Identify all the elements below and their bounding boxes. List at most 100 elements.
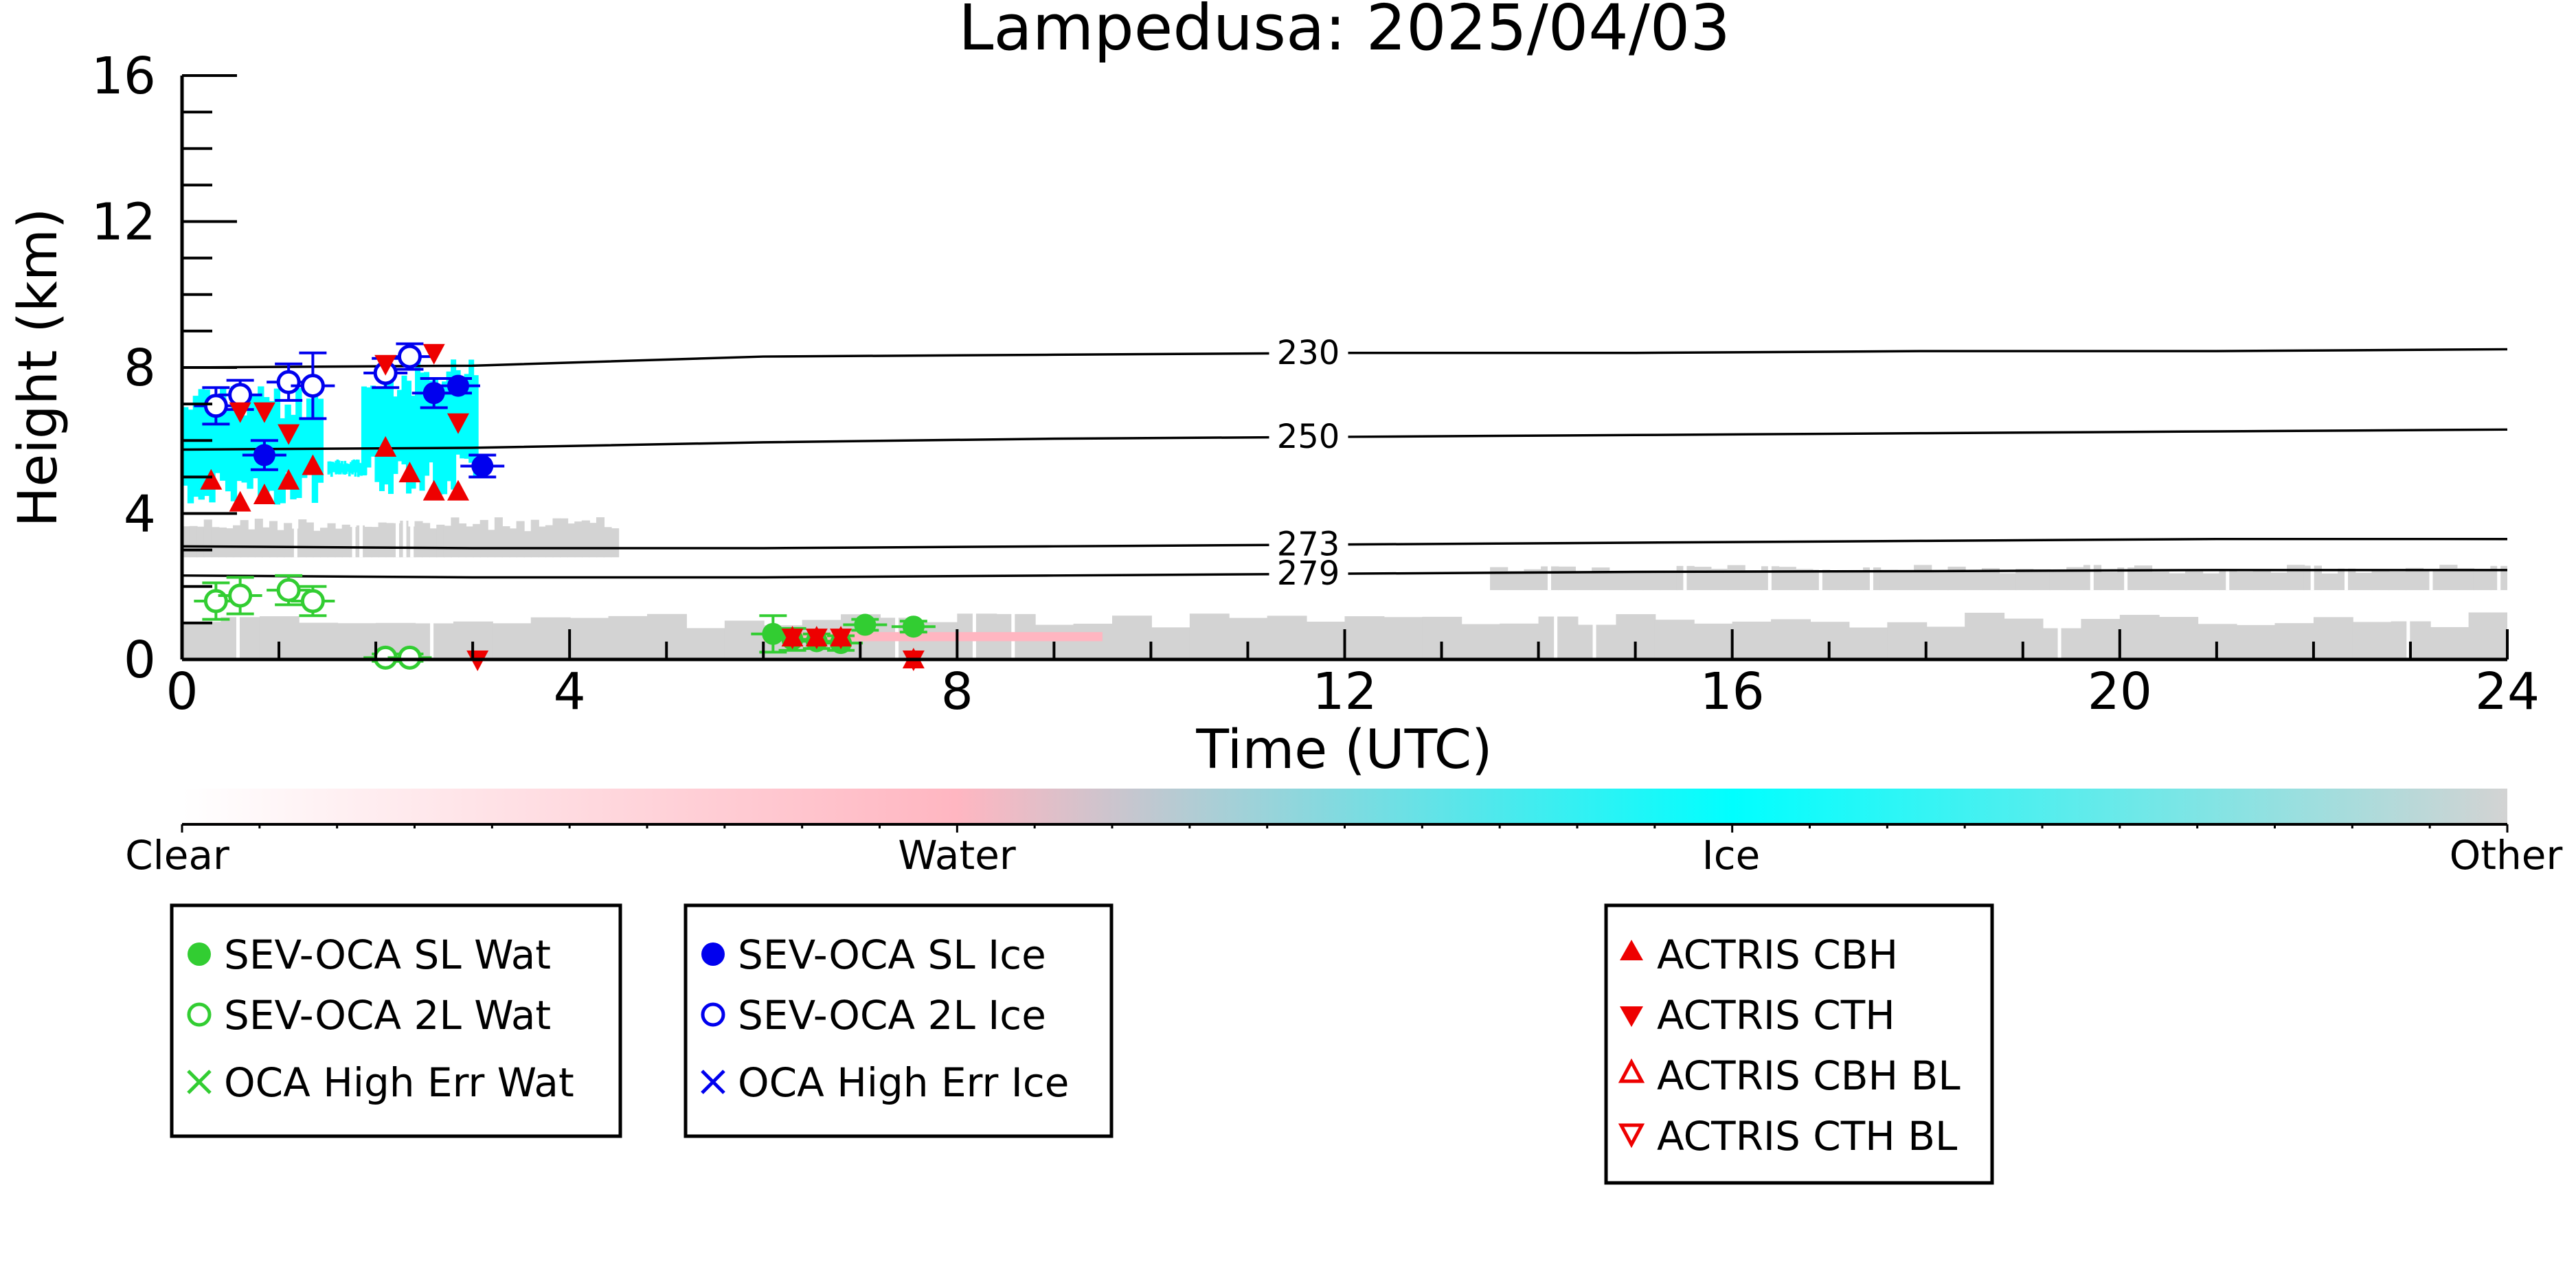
clear-gap — [2226, 564, 2230, 591]
ice-class-region — [468, 359, 475, 463]
y-tick-label: 0 — [124, 631, 156, 690]
other-class-region — [451, 517, 460, 558]
ice-class-region — [406, 381, 412, 494]
ice-class-region — [342, 464, 345, 475]
other-class-region — [2168, 573, 2187, 591]
other-class-region — [2151, 572, 2169, 591]
other-class-region — [1930, 572, 1949, 591]
other-class-region — [2320, 573, 2339, 591]
ice-class-region — [198, 389, 205, 500]
ice-class-region — [392, 396, 398, 474]
clear-gap — [2406, 611, 2410, 659]
other-class-region — [611, 528, 620, 558]
clear-gap — [2345, 564, 2349, 591]
legend-filled-circle-icon — [188, 942, 211, 966]
other-class-region — [313, 530, 321, 558]
other-class-region — [1732, 621, 1772, 659]
clear-gap — [403, 517, 407, 558]
legend-x-icon — [187, 1070, 212, 1094]
data-point-filled-circle — [854, 613, 877, 636]
colorbar-label-ice: Ice — [1702, 832, 1761, 879]
other-class-region — [2430, 626, 2470, 659]
other-class-region — [1500, 623, 1540, 659]
other-class-region — [254, 519, 263, 558]
ice-class-region — [336, 459, 339, 475]
other-class-region — [2313, 617, 2353, 659]
other-class-region — [2185, 571, 2204, 591]
ice-class-region — [473, 375, 479, 477]
ice-class-region — [352, 459, 356, 473]
other-class-region — [581, 520, 590, 558]
ice-class-region — [332, 462, 335, 473]
data-point-open-circle — [397, 344, 422, 369]
ice-class-region — [350, 462, 352, 473]
isotherm-label-backdrop — [1269, 421, 1348, 452]
x-tick-label: 4 — [554, 662, 586, 721]
ice-class-region — [455, 370, 461, 455]
other-class-region — [1965, 570, 1983, 591]
other-class-region — [596, 517, 605, 558]
clear-gap — [2057, 611, 2061, 659]
legend-x-icon — [701, 1070, 725, 1094]
data-point-open-circle — [397, 645, 422, 670]
other-class-region — [211, 527, 220, 558]
legend-label-sev-oca-2l-wat: SEV-OCA 2L Wat — [224, 992, 551, 1039]
colorbar-label-clear: Clear — [125, 832, 229, 879]
ice-class-region — [415, 357, 421, 480]
clear-gap — [293, 517, 297, 558]
ice-class-region — [361, 386, 367, 476]
other-class-region — [538, 526, 547, 558]
ice-class-region — [437, 391, 443, 495]
legend-open-triangle-up-icon — [1618, 1058, 1645, 1083]
other-class-region — [2081, 618, 2121, 659]
ice-class-region — [230, 386, 238, 501]
isotherm-label-273: 273 — [1277, 526, 1340, 564]
data-point-triangle-down — [374, 354, 397, 376]
other-class-region — [240, 520, 249, 558]
other-class-region — [1879, 569, 1898, 591]
other-class-region — [247, 529, 256, 558]
ice-class-region — [433, 379, 439, 495]
other-class-region — [2371, 570, 2390, 591]
data-point-triangle-up — [422, 479, 445, 501]
ice-class-region — [225, 410, 232, 492]
data-point-triangle-down — [805, 629, 828, 650]
other-class-region — [1693, 623, 1734, 659]
ice-class-region — [359, 462, 361, 475]
clear-gap — [2310, 564, 2314, 591]
other-class-region — [603, 527, 612, 558]
other-class-region — [2032, 569, 2051, 591]
other-class-region — [225, 528, 234, 558]
data-point-open-circle — [203, 394, 228, 418]
ice-class-region — [187, 409, 194, 504]
other-class-region — [1073, 623, 1114, 659]
data-point-triangle-up — [374, 436, 397, 457]
isotherm-label-250: 250 — [1277, 418, 1340, 456]
data-point-filled-circle — [447, 374, 469, 397]
other-class-region — [327, 523, 336, 558]
isotherm-label-backdrop — [1269, 529, 1348, 560]
x-axis-label: Time (UTC) — [1195, 719, 1492, 781]
other-class-region — [1306, 622, 1346, 659]
legend-triangle-up-icon — [1620, 940, 1643, 960]
legend-label-actris-cbh-bl: ACTRIS CBH BL — [1657, 1052, 1961, 1099]
other-class-region — [1460, 624, 1501, 659]
ice-class-region — [370, 385, 376, 457]
other-class-region — [2236, 624, 2276, 659]
data-point-triangle-up — [229, 490, 251, 512]
ice-class-region — [365, 387, 372, 468]
data-point-open-circle — [228, 383, 253, 407]
data-point-triangle-up — [398, 462, 421, 483]
colorbar-gradient — [182, 789, 2507, 824]
data-point-triangle-down — [781, 629, 804, 650]
legend-label-sev-oca-sl-ice: SEV-OCA SL Ice — [738, 931, 1046, 978]
other-class-region — [1642, 572, 1661, 591]
colorbar-ticks — [181, 824, 2509, 833]
other-class-region — [2439, 565, 2458, 591]
ice-class-region — [306, 398, 313, 472]
clear-gap — [1869, 564, 1873, 591]
ice-class-region — [419, 372, 425, 491]
other-class-region — [530, 617, 571, 659]
other-class-region — [1383, 617, 1423, 659]
